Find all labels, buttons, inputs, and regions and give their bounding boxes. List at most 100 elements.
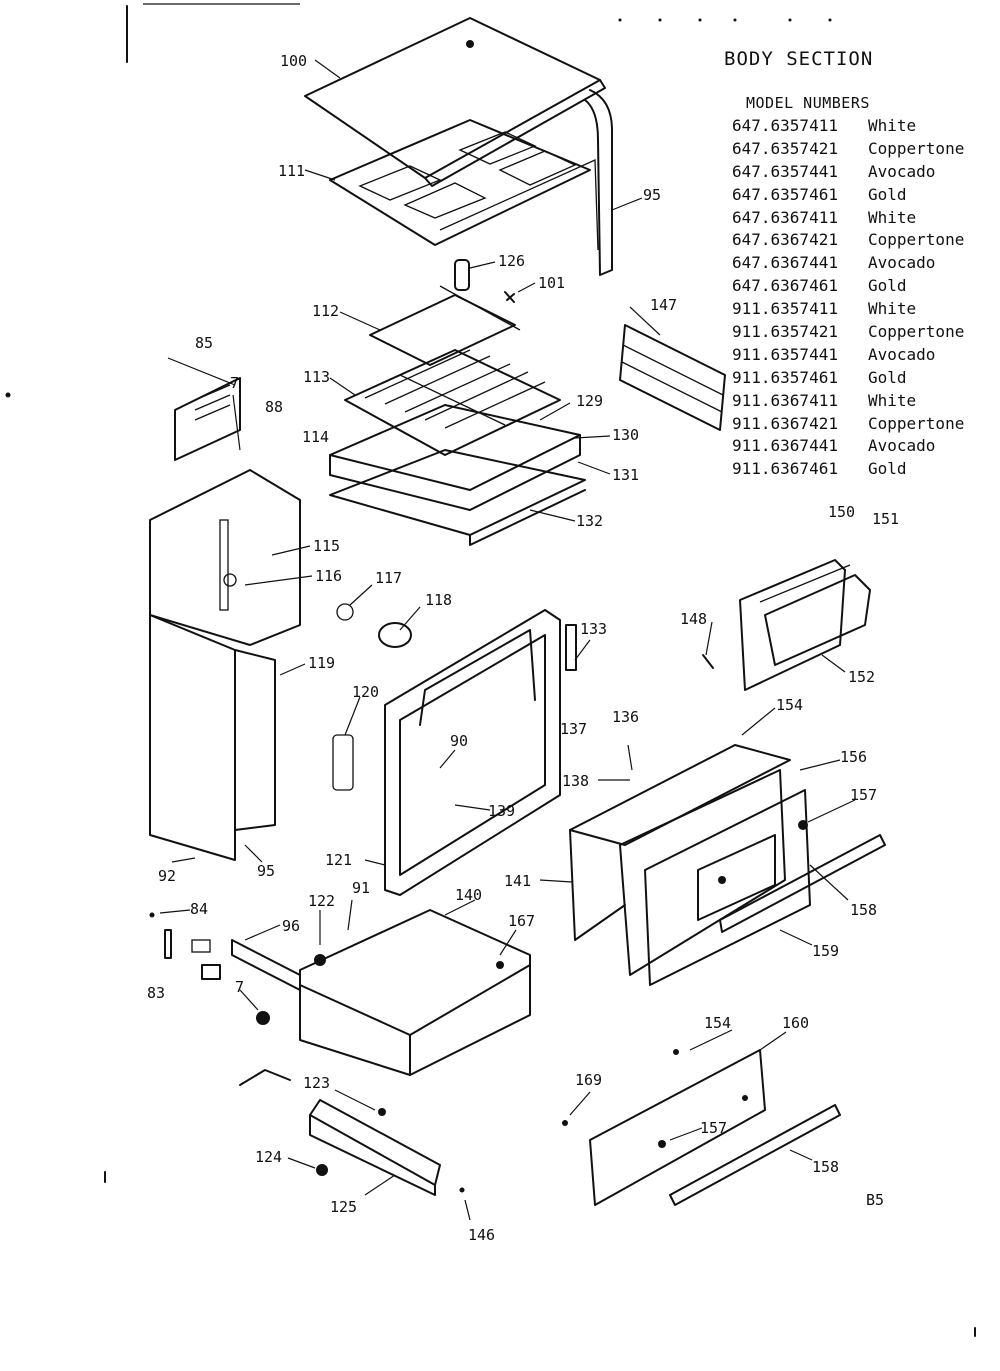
model-row: 911.6357441 Avocado bbox=[732, 345, 1000, 368]
callout: 150 bbox=[828, 503, 855, 521]
model-color: Coppertone bbox=[868, 413, 965, 433]
model-number: 911.6357441 bbox=[732, 344, 838, 364]
callout: 146 bbox=[468, 1226, 495, 1244]
model-color: Gold bbox=[868, 367, 907, 387]
callout: 120 bbox=[352, 683, 379, 701]
callout: 101 bbox=[538, 274, 565, 292]
callout: 113 bbox=[303, 368, 330, 386]
callout: 147 bbox=[650, 296, 677, 314]
callout: 7 bbox=[230, 374, 239, 392]
callout: 115 bbox=[313, 537, 340, 555]
callout: 112 bbox=[312, 302, 339, 320]
callout: 141 bbox=[504, 872, 531, 890]
callout: 130 bbox=[612, 426, 639, 444]
model-color: Avocado bbox=[868, 253, 936, 273]
model-color: White bbox=[868, 299, 917, 319]
callout: 138 bbox=[562, 772, 589, 790]
callout: 119 bbox=[308, 654, 335, 672]
callout: 122 bbox=[308, 892, 335, 910]
model-row: 911.6357461 Gold bbox=[732, 368, 1000, 391]
model-color: White bbox=[868, 116, 917, 135]
model-row: 647.6367421 Coppertone bbox=[732, 230, 1000, 253]
leader-lines bbox=[159, 59, 856, 1221]
callout: 95 bbox=[257, 862, 275, 880]
callout: 140 bbox=[455, 886, 482, 904]
back-panel-drawing bbox=[619, 324, 726, 431]
callout: 139 bbox=[488, 802, 515, 820]
model-color: Avocado bbox=[868, 344, 936, 364]
callout: 111 bbox=[278, 162, 305, 180]
broiler-drawing bbox=[702, 559, 871, 691]
callout: 88 bbox=[265, 398, 283, 416]
callout: 7 bbox=[235, 978, 244, 996]
oven-rack-drawing bbox=[329, 349, 586, 546]
callout: 157 bbox=[700, 1119, 727, 1137]
base-drawing bbox=[239, 1069, 465, 1196]
callout: 118 bbox=[425, 591, 452, 609]
model-number: 911.6357461 bbox=[732, 367, 838, 387]
callout: 159 bbox=[812, 942, 839, 960]
model-number: 647.6357421 bbox=[732, 138, 838, 158]
callout-labels: 100 111 95 126 101 112 147 85 7 88 113 1… bbox=[147, 52, 899, 1244]
model-number: 647.6367441 bbox=[732, 253, 838, 273]
model-color: Gold bbox=[868, 276, 907, 296]
model-number: 647.6357461 bbox=[732, 184, 838, 204]
side-panel-drawing bbox=[149, 377, 412, 861]
callout: 151 bbox=[872, 510, 899, 528]
callout: 169 bbox=[575, 1071, 602, 1089]
callout: 95 bbox=[643, 186, 661, 204]
model-color: Coppertone bbox=[868, 322, 965, 342]
callout: 84 bbox=[190, 900, 208, 918]
model-numbers-header: MODEL NUMBERS bbox=[746, 94, 870, 112]
callout: 137 bbox=[560, 720, 587, 738]
page-code: B5 bbox=[866, 1191, 884, 1209]
callout: 92 bbox=[158, 867, 176, 885]
callout: 83 bbox=[147, 984, 165, 1002]
oven-door-drawing bbox=[569, 744, 886, 986]
model-row: 647.6367461 Gold bbox=[732, 276, 1000, 299]
scan-marks bbox=[5, 3, 976, 1337]
model-number: 647.6357441 bbox=[732, 161, 838, 181]
callout: 136 bbox=[612, 708, 639, 726]
model-row: 647.6357441 Avocado bbox=[732, 162, 1000, 185]
callout: 100 bbox=[280, 52, 307, 70]
top-assembly-drawing bbox=[304, 17, 613, 276]
callout: 158 bbox=[850, 901, 877, 919]
callout: 123 bbox=[303, 1074, 330, 1092]
model-row: 911.6367421 Coppertone bbox=[732, 414, 1000, 437]
callout: 126 bbox=[498, 252, 525, 270]
callout: 90 bbox=[450, 732, 468, 750]
model-number: 911.6367421 bbox=[732, 413, 838, 433]
callout: 154 bbox=[776, 696, 803, 714]
callout: 148 bbox=[680, 610, 707, 628]
model-number: 647.6367461 bbox=[732, 276, 838, 296]
callout: 117 bbox=[375, 569, 402, 587]
callout: 96 bbox=[282, 917, 300, 935]
callout: 154 bbox=[704, 1014, 731, 1032]
model-row: 911.6357421 Coppertone bbox=[732, 322, 1000, 345]
model-color: Avocado bbox=[868, 161, 936, 181]
model-color: Coppertone bbox=[868, 230, 965, 250]
callout: 129 bbox=[576, 392, 603, 410]
callout: 152 bbox=[848, 668, 875, 686]
callout: 158 bbox=[812, 1158, 839, 1176]
callout: 156 bbox=[840, 748, 867, 766]
model-color: Coppertone bbox=[868, 138, 965, 158]
callout: 131 bbox=[612, 466, 639, 484]
callout: 114 bbox=[302, 428, 329, 446]
model-number: 647.6367411 bbox=[732, 207, 838, 227]
callout: 121 bbox=[325, 851, 352, 869]
callout: 85 bbox=[195, 334, 213, 352]
callout: 167 bbox=[508, 912, 535, 930]
model-color: White bbox=[868, 390, 917, 410]
callout: 160 bbox=[782, 1014, 809, 1032]
model-number: 647.6367421 bbox=[732, 230, 838, 250]
drawer-front-drawing bbox=[562, 1049, 841, 1206]
model-number: 911.6357421 bbox=[732, 322, 838, 342]
